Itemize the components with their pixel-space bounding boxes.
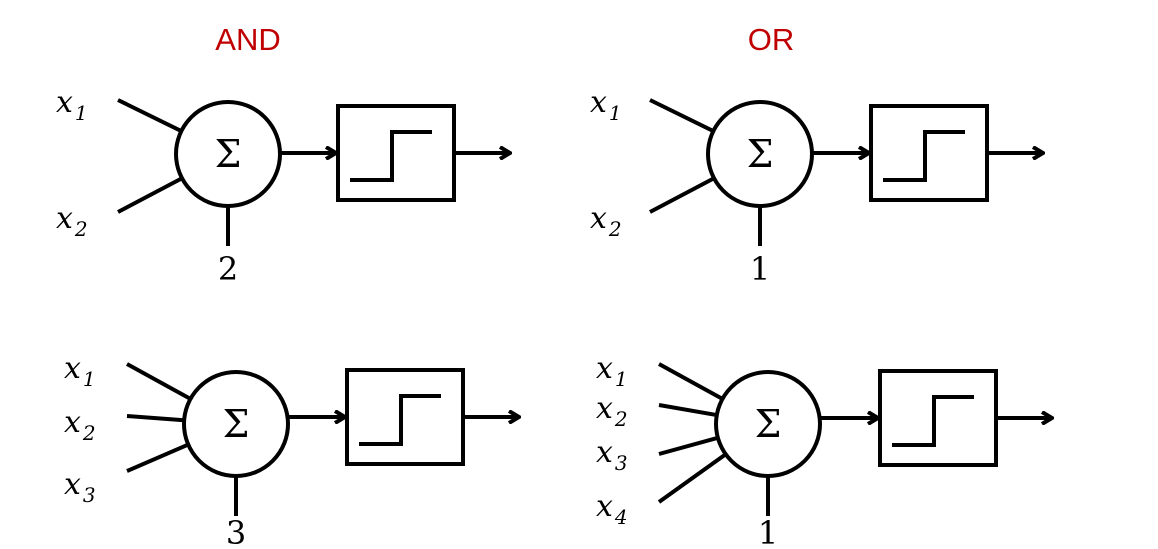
input-line [657,452,727,504]
input-line [658,362,724,401]
step-activation-box [878,369,998,467]
step-function-icon [359,394,441,446]
step-function-icon [350,130,432,182]
sigma-symbol: Σ [223,402,250,446]
input-line [658,403,718,418]
threshold-label: 2 [218,250,238,288]
threshold-label: 1 [758,514,778,549]
input-line [126,362,192,401]
input-line [126,442,190,473]
input-line [126,414,185,423]
step-activation-box [336,104,456,202]
input-line [117,98,183,133]
input-line [117,176,183,214]
step-function-icon [892,395,974,447]
and-title: AND [215,22,280,57]
step-activation-box [345,368,465,466]
input-line [649,176,715,214]
sigma-symbol: Σ [747,132,774,176]
sigma-symbol: Σ [755,402,782,446]
threshold-label: 1 [750,250,770,288]
step-function-icon [883,130,965,182]
or-title: OR [748,22,795,57]
threshold-label: 3 [226,514,246,549]
input-line [649,98,715,133]
step-activation-box [869,104,989,202]
input-line [658,435,719,456]
sigma-symbol: Σ [215,132,242,176]
